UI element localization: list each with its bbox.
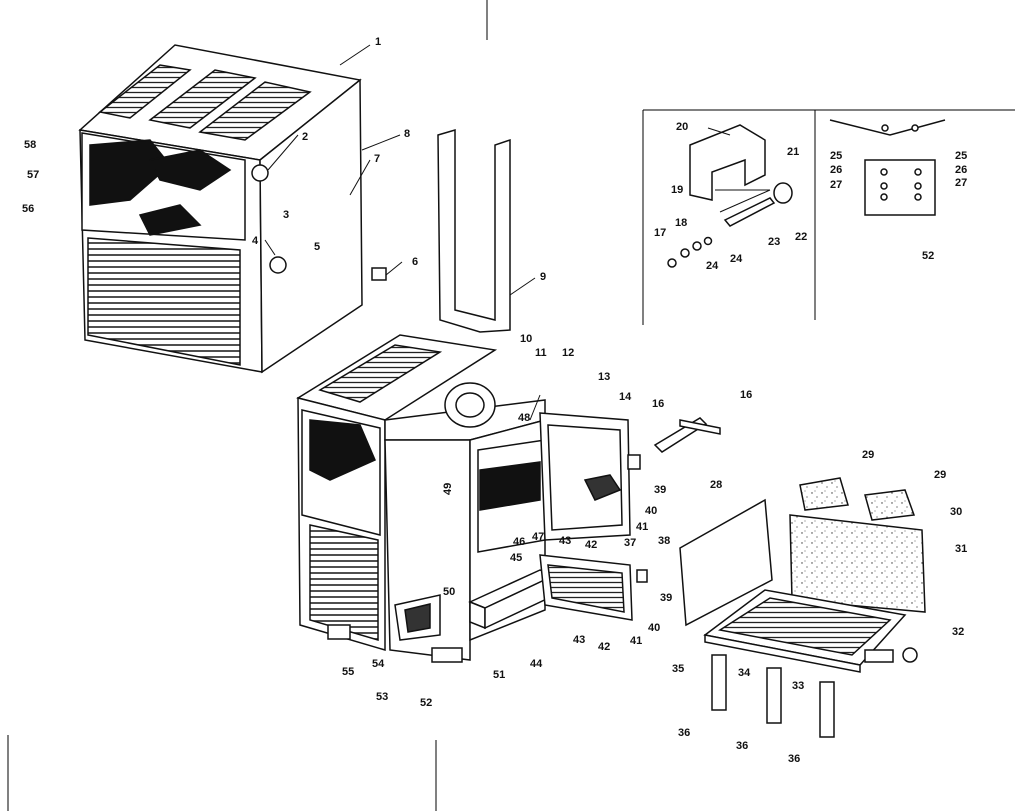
lower-door: [539, 554, 648, 621]
callout-50: 50: [443, 586, 455, 598]
callout-8: 8: [404, 128, 410, 140]
callout-24-a: 24: [706, 260, 719, 272]
callout-6: 6: [412, 256, 418, 268]
callout-38: 38: [658, 535, 670, 547]
callout-23: 23: [768, 236, 780, 248]
damper-assembly: [667, 124, 793, 268]
callout-35: 35: [672, 663, 684, 675]
callout-55: 55: [342, 666, 354, 678]
callout-42-a: 42: [585, 539, 597, 551]
side-bracket: [829, 119, 946, 216]
callout-12: 12: [562, 347, 574, 359]
callout-7: 7: [374, 153, 380, 165]
callout-52-a: 52: [420, 697, 432, 709]
upper-door: [539, 412, 641, 541]
legs: [711, 654, 835, 738]
callout-46: 46: [513, 536, 525, 548]
callout-32: 32: [952, 626, 964, 638]
callout-2: 2: [302, 131, 308, 143]
u-channel-panel: [437, 128, 511, 333]
grate-assembly: [703, 589, 918, 673]
callout-36-a: 36: [678, 727, 690, 739]
callout-48: 48: [518, 412, 530, 424]
callout-45: 45: [510, 552, 522, 564]
callout-41-b: 41: [630, 635, 642, 647]
callout-42-b: 42: [598, 641, 610, 653]
callout-31: 31: [955, 543, 967, 555]
callout-37: 37: [624, 537, 636, 549]
callout-43-b: 43: [573, 634, 585, 646]
callout-29-a: 29: [862, 449, 874, 461]
callout-25-b: 25: [955, 150, 967, 162]
callout-19: 19: [671, 184, 683, 196]
callout-24-b: 24: [730, 253, 743, 265]
callout-14: 14: [619, 391, 632, 403]
callout-36-c: 36: [788, 753, 800, 765]
leader-lines: [264, 44, 771, 421]
callout-39-a: 39: [654, 484, 666, 496]
callout-57: 57: [27, 169, 39, 181]
callout-53: 53: [376, 691, 388, 703]
callout-1: 1: [375, 36, 381, 48]
callout-30: 30: [950, 506, 962, 518]
frame-lines: [7, 0, 1015, 811]
callout-22: 22: [795, 231, 807, 243]
callout-44: 44: [530, 658, 543, 670]
callout-18: 18: [675, 217, 687, 229]
callout-56: 56: [22, 203, 34, 215]
callout-54: 54: [372, 658, 385, 670]
callout-4: 4: [252, 235, 259, 247]
callout-3: 3: [283, 209, 289, 221]
ash-pan: [468, 569, 558, 630]
callout-43-a: 43: [559, 535, 571, 547]
callout-5: 5: [314, 241, 320, 253]
baffle-plate: [679, 498, 773, 627]
callout-11: 11: [535, 347, 547, 359]
callout-21: 21: [787, 146, 799, 158]
callout-40-a: 40: [645, 505, 657, 517]
callout-27-b: 27: [955, 177, 967, 189]
callout-47: 47: [532, 531, 544, 543]
fire-bricks: [799, 477, 916, 521]
callout-16-a: 16: [652, 398, 664, 410]
callout-36-b: 36: [736, 740, 748, 752]
outer-cabinet: [78, 44, 387, 374]
poker-rod: [653, 417, 721, 453]
callout-26-a: 26: [830, 164, 842, 176]
callout-34: 34: [738, 667, 751, 679]
callout-51: 51: [493, 669, 505, 681]
stove-body: [296, 334, 546, 663]
callout-52-b: 52: [922, 250, 934, 262]
callout-13: 13: [598, 371, 610, 383]
callout-16-b: 16: [740, 389, 752, 401]
back-firebrick: [789, 514, 926, 613]
callout-29-b: 29: [934, 469, 946, 481]
callout-10: 10: [520, 333, 532, 345]
callout-17: 17: [654, 227, 666, 239]
callout-41-a: 41: [636, 521, 648, 533]
callout-39-b: 39: [660, 592, 672, 604]
callout-25-a: 25: [830, 150, 842, 162]
callout-28: 28: [710, 479, 722, 491]
callout-27-a: 27: [830, 179, 842, 191]
callout-40-b: 40: [648, 622, 660, 634]
callout-58: 58: [24, 139, 36, 151]
callout-49: 49: [442, 483, 454, 495]
callout-33: 33: [792, 680, 804, 692]
callout-20: 20: [676, 121, 688, 133]
callout-26-b: 26: [955, 164, 967, 176]
callout-labels: 1 2 3 4 5 6 7 8 9 10 11 12 13 14 16 16 1…: [22, 36, 967, 765]
callout-9: 9: [540, 271, 546, 283]
